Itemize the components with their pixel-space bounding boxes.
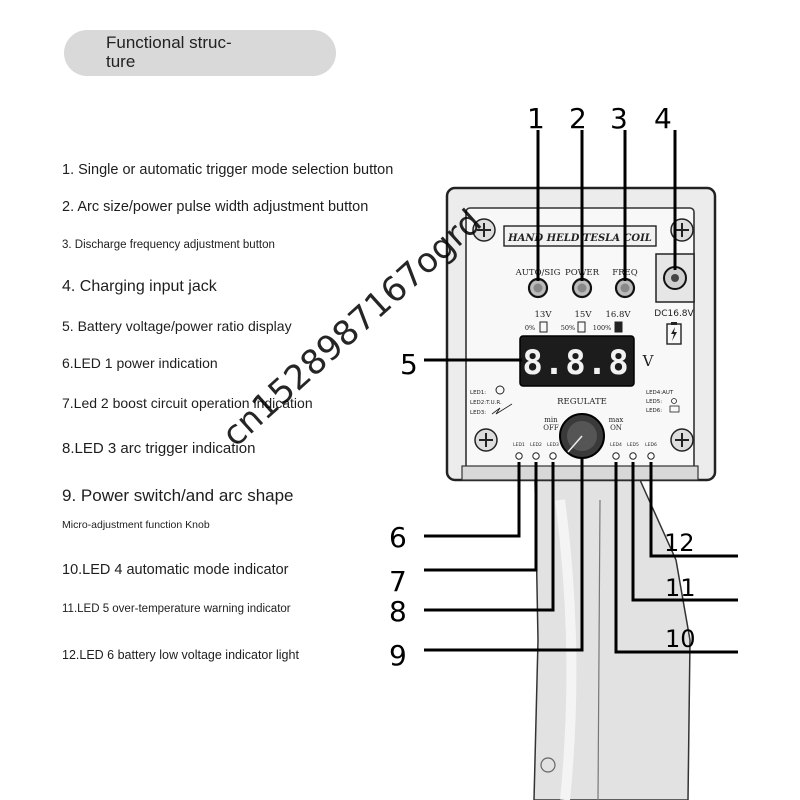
led-name-3: LED3: [547, 442, 559, 448]
callout-1: 1: [527, 102, 545, 135]
callout-12: 12: [664, 529, 695, 557]
charging-jack[interactable]: [663, 266, 687, 290]
brand-text: HAND HELD TESLA COIL: [507, 233, 652, 244]
title-pill: [64, 30, 336, 76]
display-unit: V: [642, 352, 655, 370]
led-legend-6: LED6:: [646, 408, 662, 414]
callout-lines: [424, 130, 738, 654]
device-base: [461, 465, 699, 481]
led-legend-2: LED2:T.U.R.: [470, 400, 502, 406]
feature-5: 5. Battery voltage/power ratio display: [62, 318, 292, 334]
feature-7: 7.Led 2 boost circuit operation indicati…: [62, 395, 313, 411]
callout-11: 11: [665, 574, 696, 602]
display-digits: 8.8.8: [522, 343, 629, 383]
feature-2: 2. Arc size/power pulse width adjustment…: [62, 199, 369, 215]
leader-6: [424, 462, 521, 538]
brand-banner: [503, 225, 657, 247]
led-6: [647, 452, 655, 460]
led-legend-1: LED1:: [470, 390, 486, 396]
screw-bottom-left: [474, 428, 498, 452]
arc-symbol-icon: [491, 403, 513, 415]
leader-9: [424, 458, 584, 652]
callout-2: 2: [569, 102, 587, 135]
battery-icon-empty: [539, 321, 548, 333]
handle-seam: [597, 499, 601, 800]
led-3: [549, 452, 557, 460]
feature-9-sub: Micro-adjustment function Knob: [62, 519, 210, 531]
on-label: ON: [610, 424, 622, 432]
volt-label-168: 16.8V: [605, 310, 631, 320]
led-name-5: LED5: [627, 442, 639, 448]
leader-12: [649, 462, 738, 558]
callout-10: 10: [665, 625, 696, 653]
autosig-button[interactable]: [527, 277, 549, 299]
feature-6: 6.LED 1 power indication: [62, 355, 218, 371]
battery-icon-half: [577, 321, 586, 333]
led-2: [532, 452, 540, 460]
led-legend-5: LED5:: [646, 399, 662, 405]
led-name-4: LED4: [610, 442, 622, 448]
screw-top-left: [472, 218, 496, 242]
volt-label-15: 15V: [575, 310, 593, 320]
callout-8: 8: [389, 595, 407, 628]
callout-6: 6: [389, 521, 407, 554]
low-battery-symbol-icon: [669, 405, 680, 413]
callout-5: 5: [400, 348, 418, 381]
pct-label-100: 100%: [593, 324, 612, 332]
feature-12: 12.LED 6 battery low voltage indicator l…: [62, 648, 299, 662]
led-4: [612, 452, 620, 460]
leader-8: [424, 462, 555, 612]
temp-symbol-icon: [671, 398, 677, 404]
led-legend-3: LED3:: [470, 410, 486, 416]
leader-11: [631, 462, 738, 602]
led-name-1: LED1: [513, 442, 525, 448]
page-title: Functional struc- ture: [106, 33, 232, 71]
led-name-6: LED6: [645, 442, 657, 448]
min-label: min: [544, 416, 558, 424]
leader-7: [424, 462, 538, 572]
charge-voltage-label: DC16.8V: [654, 309, 694, 319]
led-1: [515, 452, 523, 460]
battery-icon-full: [614, 321, 623, 333]
max-label: max: [609, 416, 624, 424]
feature-9: 9. Power switch/and arc shape: [62, 486, 294, 505]
feature-4: 4. Charging input jack: [62, 278, 217, 295]
power-symbol-icon: [495, 385, 505, 395]
callout-4: 4: [654, 102, 672, 135]
off-label: OFF: [543, 424, 559, 432]
led-5: [629, 452, 637, 460]
led-legend-4: LED4:AUT: [646, 390, 674, 396]
led-name-2: LED2: [530, 442, 542, 448]
pct-label-0: 0%: [525, 324, 535, 332]
power-button[interactable]: [571, 277, 593, 299]
feature-8: 8.LED 3 arc trigger indication: [62, 440, 256, 457]
feature-10: 10.LED 4 automatic mode indicator: [62, 562, 289, 578]
feature-1: 1. Single or automatic trigger mode sele…: [62, 162, 394, 178]
charge-battery-icon: [666, 322, 682, 345]
feature-3: 3. Discharge frequency adjustment button: [62, 239, 275, 251]
callout-7: 7: [389, 565, 407, 598]
handle-screw: [540, 757, 556, 773]
pct-label-50: 50%: [561, 324, 575, 332]
callout-numbers: 1 2 3 4 5 6 7 8 9 10 11 12: [389, 102, 696, 672]
screw-bottom-right: [670, 428, 694, 452]
callout-3: 3: [610, 102, 628, 135]
volt-label-13: 13V: [535, 310, 553, 320]
regulate-label: REGULATE: [557, 397, 607, 407]
feature-11: 11.LED 5 over-temperature warning indica…: [62, 603, 291, 615]
callout-9: 9: [389, 639, 407, 672]
leader-10: [614, 462, 738, 654]
freq-button[interactable]: [614, 277, 636, 299]
regulate-knob[interactable]: [559, 413, 605, 459]
